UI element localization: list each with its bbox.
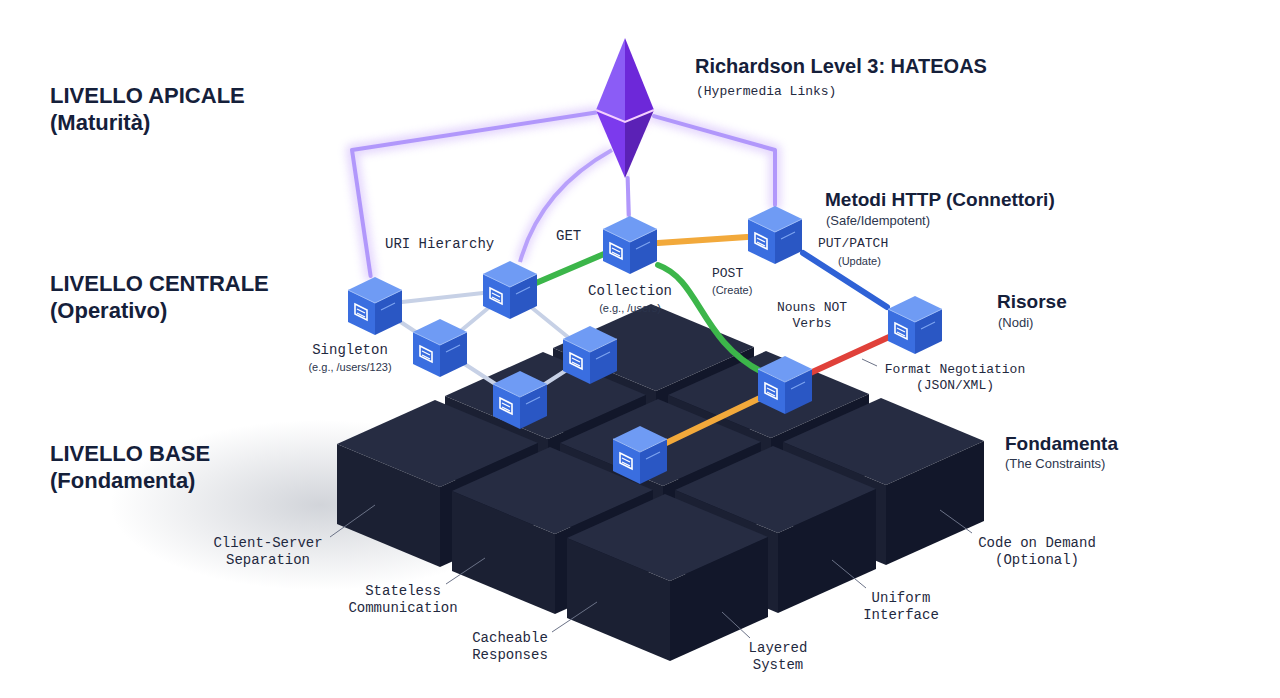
cube-shape	[887, 295, 943, 355]
node-text: Metodi HTTP (Connettori)	[825, 188, 1055, 211]
base-blocks	[337, 304, 984, 661]
resource-cube	[563, 326, 617, 384]
hateoas-gem: Richardson Level 3: HATEOAS(Hypermedia L…	[596, 38, 654, 178]
base-block	[567, 538, 670, 661]
leader-line	[722, 612, 750, 638]
node-text: (e.g., /users/123)	[300, 360, 400, 374]
link-line	[664, 398, 760, 444]
format-line	[808, 337, 889, 374]
annotation: Format Negotiation (JSON/XML)	[880, 362, 1030, 394]
constraint-label: Uniform Interface	[860, 590, 942, 624]
node-text: Risorse	[997, 290, 1067, 313]
section-note: (The Constraints)	[1005, 456, 1105, 472]
resource-cube	[758, 356, 812, 414]
connector	[803, 253, 887, 307]
level-heading: LIVELLO BASE (Fondamenta)	[50, 440, 290, 494]
annotation: Nouns NOT Verbs	[772, 300, 852, 332]
method-note: (Create)	[712, 283, 752, 297]
leader-line	[862, 359, 877, 366]
node-text: Collection	[580, 283, 680, 300]
connector-line	[658, 237, 747, 243]
gem-shape	[596, 38, 654, 178]
cube-shape	[747, 205, 803, 265]
constraint-label: Cacheable Responses	[470, 630, 550, 664]
node-text: (Nodi)	[998, 315, 1033, 331]
leader-lines	[330, 359, 972, 638]
section-heading: Fondamenta	[1005, 432, 1118, 455]
gem-glow	[596, 110, 654, 122]
leader-line	[832, 560, 866, 588]
gem-face	[625, 38, 654, 122]
cube-shape	[602, 215, 658, 275]
leader-line	[552, 602, 597, 632]
connector-line	[352, 113, 596, 277]
node-text: (Safe/Idempotent)	[826, 213, 930, 229]
resource-cube	[483, 261, 537, 319]
connector-line	[803, 253, 887, 307]
level-heading: LIVELLO CENTRALE (Operativo)	[50, 270, 290, 324]
constraint-label: Code on Demand (Optional)	[975, 535, 1099, 569]
node-text: Richardson Level 3: HATEOAS	[695, 54, 987, 78]
cube-shape	[348, 277, 402, 335]
method-label: GET	[556, 228, 581, 245]
base-block	[778, 489, 876, 613]
node-text: (Hypermedia Links)	[696, 84, 836, 100]
node-text: (e.g., /users)	[580, 301, 680, 315]
leader-line	[940, 510, 972, 533]
connector	[658, 237, 747, 243]
resource-cube	[413, 319, 467, 377]
annotation: URI Hierarchy	[385, 236, 494, 253]
resource-cube: Collection(e.g., /users)	[602, 215, 658, 275]
base-block	[886, 441, 984, 565]
cube-shape	[748, 206, 802, 264]
leader-line	[330, 505, 375, 537]
level-heading: LIVELLO APICALE (Maturità)	[50, 82, 290, 136]
hypermedia-beam	[520, 150, 612, 262]
link-lines	[375, 290, 590, 400]
base-block	[337, 444, 440, 567]
connector-glow	[628, 178, 629, 215]
resource-cube: Metodi HTTP (Connettori)(Safe/Idempotent…	[747, 205, 803, 265]
leader-line	[446, 558, 485, 584]
edge-label: PUT/PATCH	[818, 236, 888, 252]
constraint-label: Stateless Communication	[345, 583, 461, 617]
connector	[654, 116, 775, 205]
method-label: POST	[712, 266, 743, 282]
gem-face	[596, 38, 625, 122]
resource-cube	[493, 371, 547, 429]
cube-shape	[603, 216, 657, 274]
resource-cube: Singleton(e.g., /users/123)	[347, 276, 403, 336]
constraint-label: Layered System	[745, 640, 811, 674]
resource-cube	[613, 426, 667, 484]
cube-shape	[888, 296, 942, 354]
method-note: (Update)	[838, 254, 881, 268]
hypermedia-glow	[520, 150, 612, 262]
connector-glow	[654, 116, 775, 205]
get-line	[536, 254, 604, 283]
connector-line	[654, 116, 775, 205]
post-line	[658, 265, 762, 372]
constraint-label: Client-Server Separation	[210, 535, 326, 569]
connector-glow	[352, 113, 596, 277]
connector	[352, 113, 596, 277]
cube-shape	[347, 276, 403, 336]
connector-line	[628, 178, 629, 215]
base-block	[452, 491, 555, 614]
node-text: Singleton	[300, 342, 400, 359]
resource-cube: Risorse(Nodi)	[887, 295, 943, 355]
connector	[628, 178, 629, 215]
